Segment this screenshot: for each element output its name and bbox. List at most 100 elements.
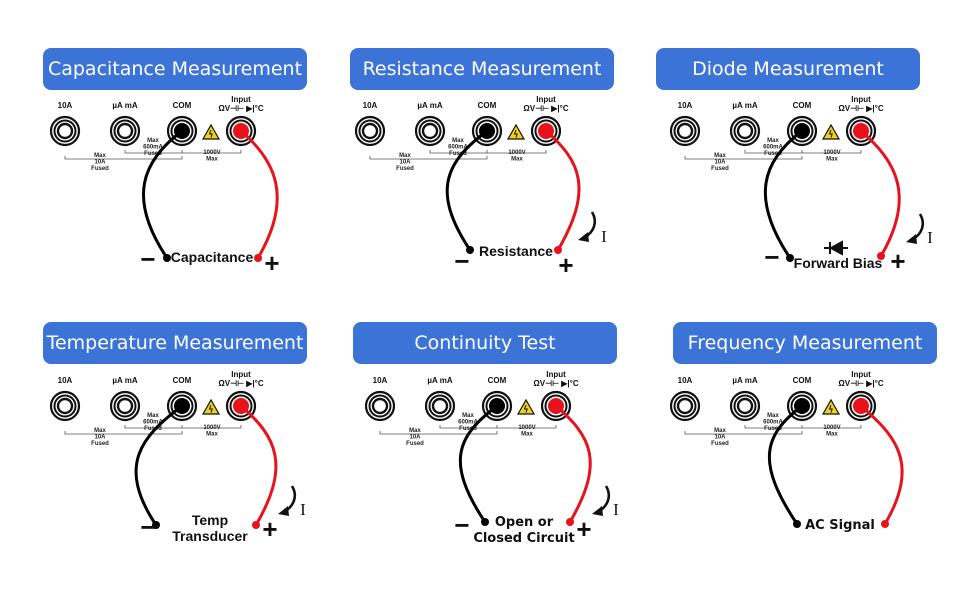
- diode-icon: [824, 240, 848, 256]
- warning-triangle-icon: [201, 398, 221, 415]
- fuse-brackets: [369, 150, 547, 160]
- note-10a-max-fused: 10A: [409, 435, 421, 441]
- jack-label-ua-ma: µA mA: [112, 376, 137, 385]
- minus-sign: −: [454, 246, 469, 276]
- note-10a-max-fused: 10A: [399, 160, 411, 166]
- black-test-lead: [763, 129, 803, 259]
- jack-label-input: Input: [231, 370, 251, 379]
- note-10a-max-fused: Max: [94, 428, 106, 434]
- jack-label-input: Input: [546, 370, 566, 379]
- jack-10a[interactable]: [669, 115, 701, 147]
- jack-ua-ma[interactable]: [424, 390, 456, 422]
- note-600ma-max-fused: Fused: [144, 151, 162, 157]
- note-10a-max-fused: Fused: [711, 166, 729, 172]
- jack-label-com: COM: [173, 101, 192, 110]
- jack-ua-ma[interactable]: [729, 115, 761, 147]
- note-10a-max-fused: 10A: [94, 160, 106, 166]
- black-probe-tip: [466, 246, 474, 254]
- plus-sign: +: [264, 248, 279, 278]
- measurement-label-temperature: Transducer: [172, 528, 248, 544]
- input-function-symbols: ΩV⊣⊢ ▶|°C: [838, 103, 884, 113]
- jack-label-ua-ma: µA mA: [732, 376, 757, 385]
- current-label: I: [927, 228, 933, 247]
- note-10a-max-fused: 10A: [714, 435, 726, 441]
- plus-sign: +: [576, 514, 591, 544]
- red-test-lead: [240, 129, 279, 259]
- jack-label-input: Input: [536, 95, 556, 104]
- note-600ma-max-fused: Fused: [449, 151, 467, 157]
- measurement-label-continuity: Closed Circuit: [473, 531, 574, 546]
- panel-title-resistance: Resistance Measurement: [350, 48, 614, 90]
- jack-label-com: COM: [488, 376, 507, 385]
- jack-10a[interactable]: [49, 115, 81, 147]
- black-probe-tip: [793, 520, 801, 528]
- minus-sign: −: [140, 244, 155, 274]
- red-probe-tip: [566, 518, 574, 526]
- minus-sign: −: [764, 242, 779, 272]
- red-test-lead: [545, 129, 581, 251]
- note-1000v-max: Max: [206, 432, 218, 438]
- note-1000v-max: Max: [826, 432, 838, 438]
- plus-sign: +: [558, 250, 573, 280]
- note-600ma-max-fused: Max: [452, 138, 464, 144]
- red-test-lead: [860, 129, 901, 257]
- note-600ma-max-fused: 600mA: [458, 420, 478, 426]
- jack-label-10a: 10A: [58, 101, 73, 110]
- current-label: I: [300, 500, 306, 519]
- red-probe-tip: [877, 252, 885, 260]
- red-probe-tip: [881, 520, 889, 528]
- jack-label-10a: 10A: [58, 376, 73, 385]
- jack-label-com: COM: [173, 376, 192, 385]
- black-test-lead: [142, 129, 183, 259]
- input-function-symbols: ΩV⊣⊢ ▶|°C: [218, 378, 264, 388]
- jack-label-10a: 10A: [678, 101, 693, 110]
- note-10a-max-fused: Max: [714, 428, 726, 434]
- jack-label-com: COM: [793, 376, 812, 385]
- jack-ua-ma[interactable]: [414, 115, 446, 147]
- jack-10a[interactable]: [364, 390, 396, 422]
- jack-label-10a: 10A: [678, 376, 693, 385]
- jack-ua-ma[interactable]: [729, 390, 761, 422]
- black-test-lead: [134, 404, 183, 526]
- note-10a-max-fused: Fused: [406, 441, 424, 447]
- jack-10a[interactable]: [354, 115, 386, 147]
- fuse-brackets: [64, 150, 242, 160]
- note-1000v-max: 1000V: [203, 150, 220, 156]
- note-1000v-max: Max: [826, 157, 838, 163]
- jack-10a[interactable]: [49, 390, 81, 422]
- black-test-lead: [767, 404, 803, 525]
- input-function-symbols: ΩV⊣⊢ ▶|°C: [523, 103, 569, 113]
- jack-10a[interactable]: [669, 390, 701, 422]
- input-function-symbols: ΩV⊣⊢ ▶|°C: [218, 103, 264, 113]
- current-direction-arrow-icon: [278, 485, 297, 516]
- note-600ma-max-fused: Max: [767, 413, 779, 419]
- note-600ma-max-fused: Max: [147, 413, 159, 419]
- jack-label-input: Input: [851, 95, 871, 104]
- measurement-label-continuity: Open or: [495, 515, 554, 530]
- note-600ma-max-fused: 600mA: [448, 145, 468, 151]
- note-600ma-max-fused: Fused: [764, 151, 782, 157]
- note-10a-max-fused: Max: [94, 153, 106, 159]
- panel-title-diode: Diode Measurement: [656, 48, 920, 90]
- jack-ua-ma[interactable]: [109, 390, 141, 422]
- jack-label-ua-ma: µA mA: [732, 101, 757, 110]
- panel-title-temperature: Temperature Measurement: [43, 322, 307, 364]
- note-600ma-max-fused: Fused: [459, 426, 477, 432]
- jack-label-ua-ma: µA mA: [417, 101, 442, 110]
- note-600ma-max-fused: Fused: [144, 426, 162, 432]
- panel-title-capacitance: Capacitance Measurement: [43, 48, 307, 90]
- note-600ma-max-fused: 600mA: [143, 420, 163, 426]
- current-label: I: [613, 500, 619, 519]
- jack-label-ua-ma: µA mA: [112, 101, 137, 110]
- jack-ua-ma[interactable]: [109, 115, 141, 147]
- note-1000v-max: 1000V: [823, 425, 840, 431]
- note-600ma-max-fused: 600mA: [143, 145, 163, 151]
- measurement-label-resistance: Resistance: [479, 243, 553, 259]
- note-10a-max-fused: Max: [399, 153, 411, 159]
